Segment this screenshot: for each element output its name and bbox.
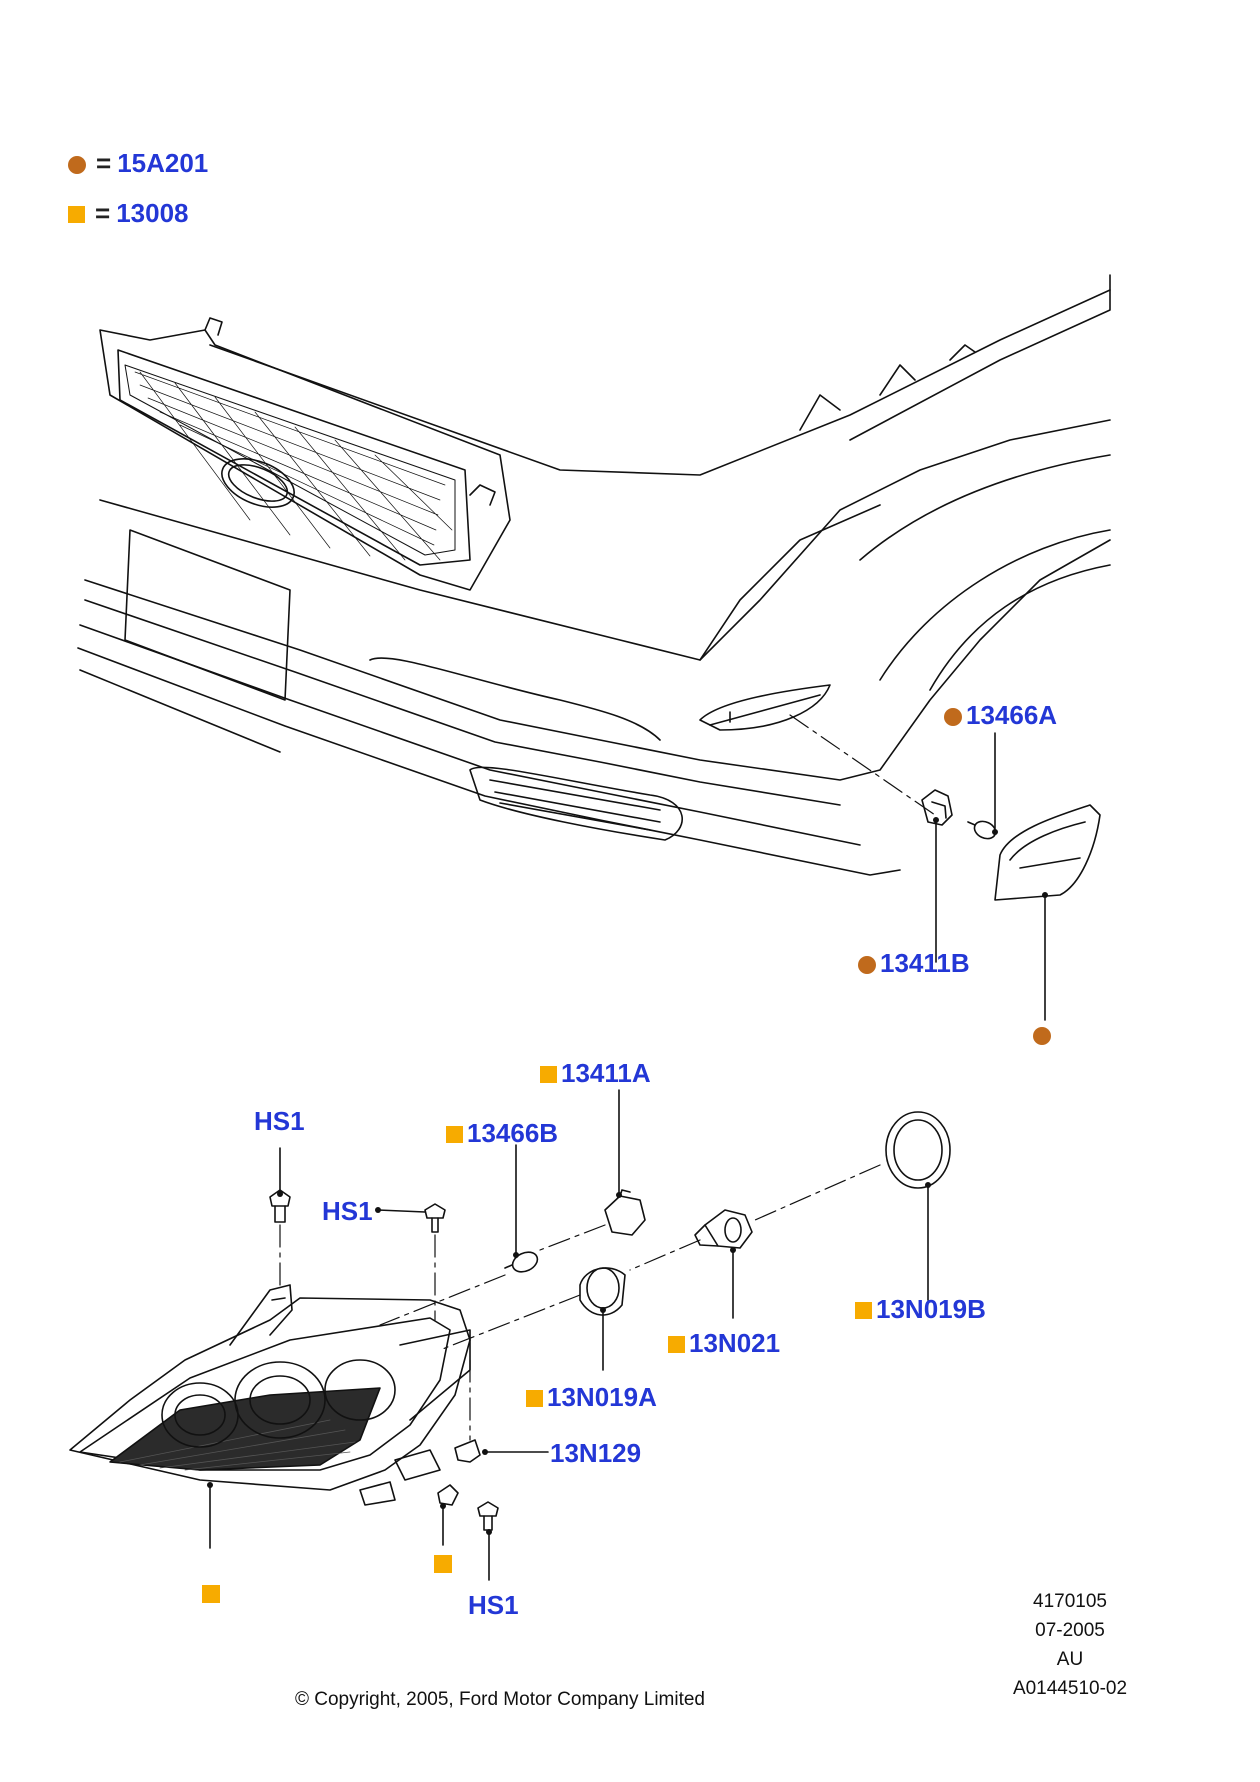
legend-bulb: =15A201	[68, 150, 208, 176]
callout-hs1-mid: HS1	[322, 1196, 373, 1226]
callout-13N129: 13N129	[550, 1438, 642, 1468]
callout-13466B: 13466B	[446, 1120, 558, 1146]
square-marker-icon	[668, 1336, 685, 1353]
leader-dots	[207, 817, 1048, 1535]
unit-marker-headlamp	[202, 1585, 220, 1603]
callout-13N019B: 13N019B	[855, 1296, 986, 1322]
square-marker-icon	[855, 1302, 872, 1319]
callout-13411A: 13411A	[540, 1060, 651, 1086]
callout-13N021: 13N021	[668, 1330, 780, 1356]
callout-13411B: 13411B	[858, 950, 970, 976]
legend-code: 15A201	[117, 148, 209, 178]
callout-13466A: 13466A	[944, 702, 1057, 728]
illustration-date: 07-2005	[1035, 1620, 1105, 1641]
copyright-notice: © Copyright, 2005, Ford Motor Company Li…	[294, 1689, 705, 1710]
illustration-number: 4170105	[1033, 1591, 1107, 1612]
circle-marker-icon	[944, 708, 962, 726]
unit-marker-clip	[434, 1555, 452, 1573]
square-marker-icon	[446, 1126, 463, 1143]
side-marker-assembly	[789, 714, 1101, 1021]
legend-code: 13008	[116, 198, 189, 228]
legend-unit: =13008	[68, 200, 189, 226]
headlamp-drawing	[69, 1284, 471, 1506]
callout-hs1-top: HS1	[254, 1106, 305, 1136]
square-marker-icon	[68, 206, 85, 223]
square-marker-icon	[526, 1390, 543, 1407]
callout-hs1-bottom: HS1	[468, 1590, 519, 1620]
headlamp-components	[209, 1089, 951, 1581]
market-region: AU	[1056, 1649, 1084, 1670]
reference-number: A0144510-02	[1012, 1678, 1128, 1699]
bumper-drawing	[77, 274, 1111, 876]
circle-marker-icon	[68, 156, 86, 174]
square-marker-icon	[540, 1066, 557, 1083]
bulb-marker-lens	[1033, 1027, 1051, 1045]
callout-13N019A: 13N019A	[526, 1384, 657, 1410]
circle-marker-icon	[858, 956, 876, 974]
